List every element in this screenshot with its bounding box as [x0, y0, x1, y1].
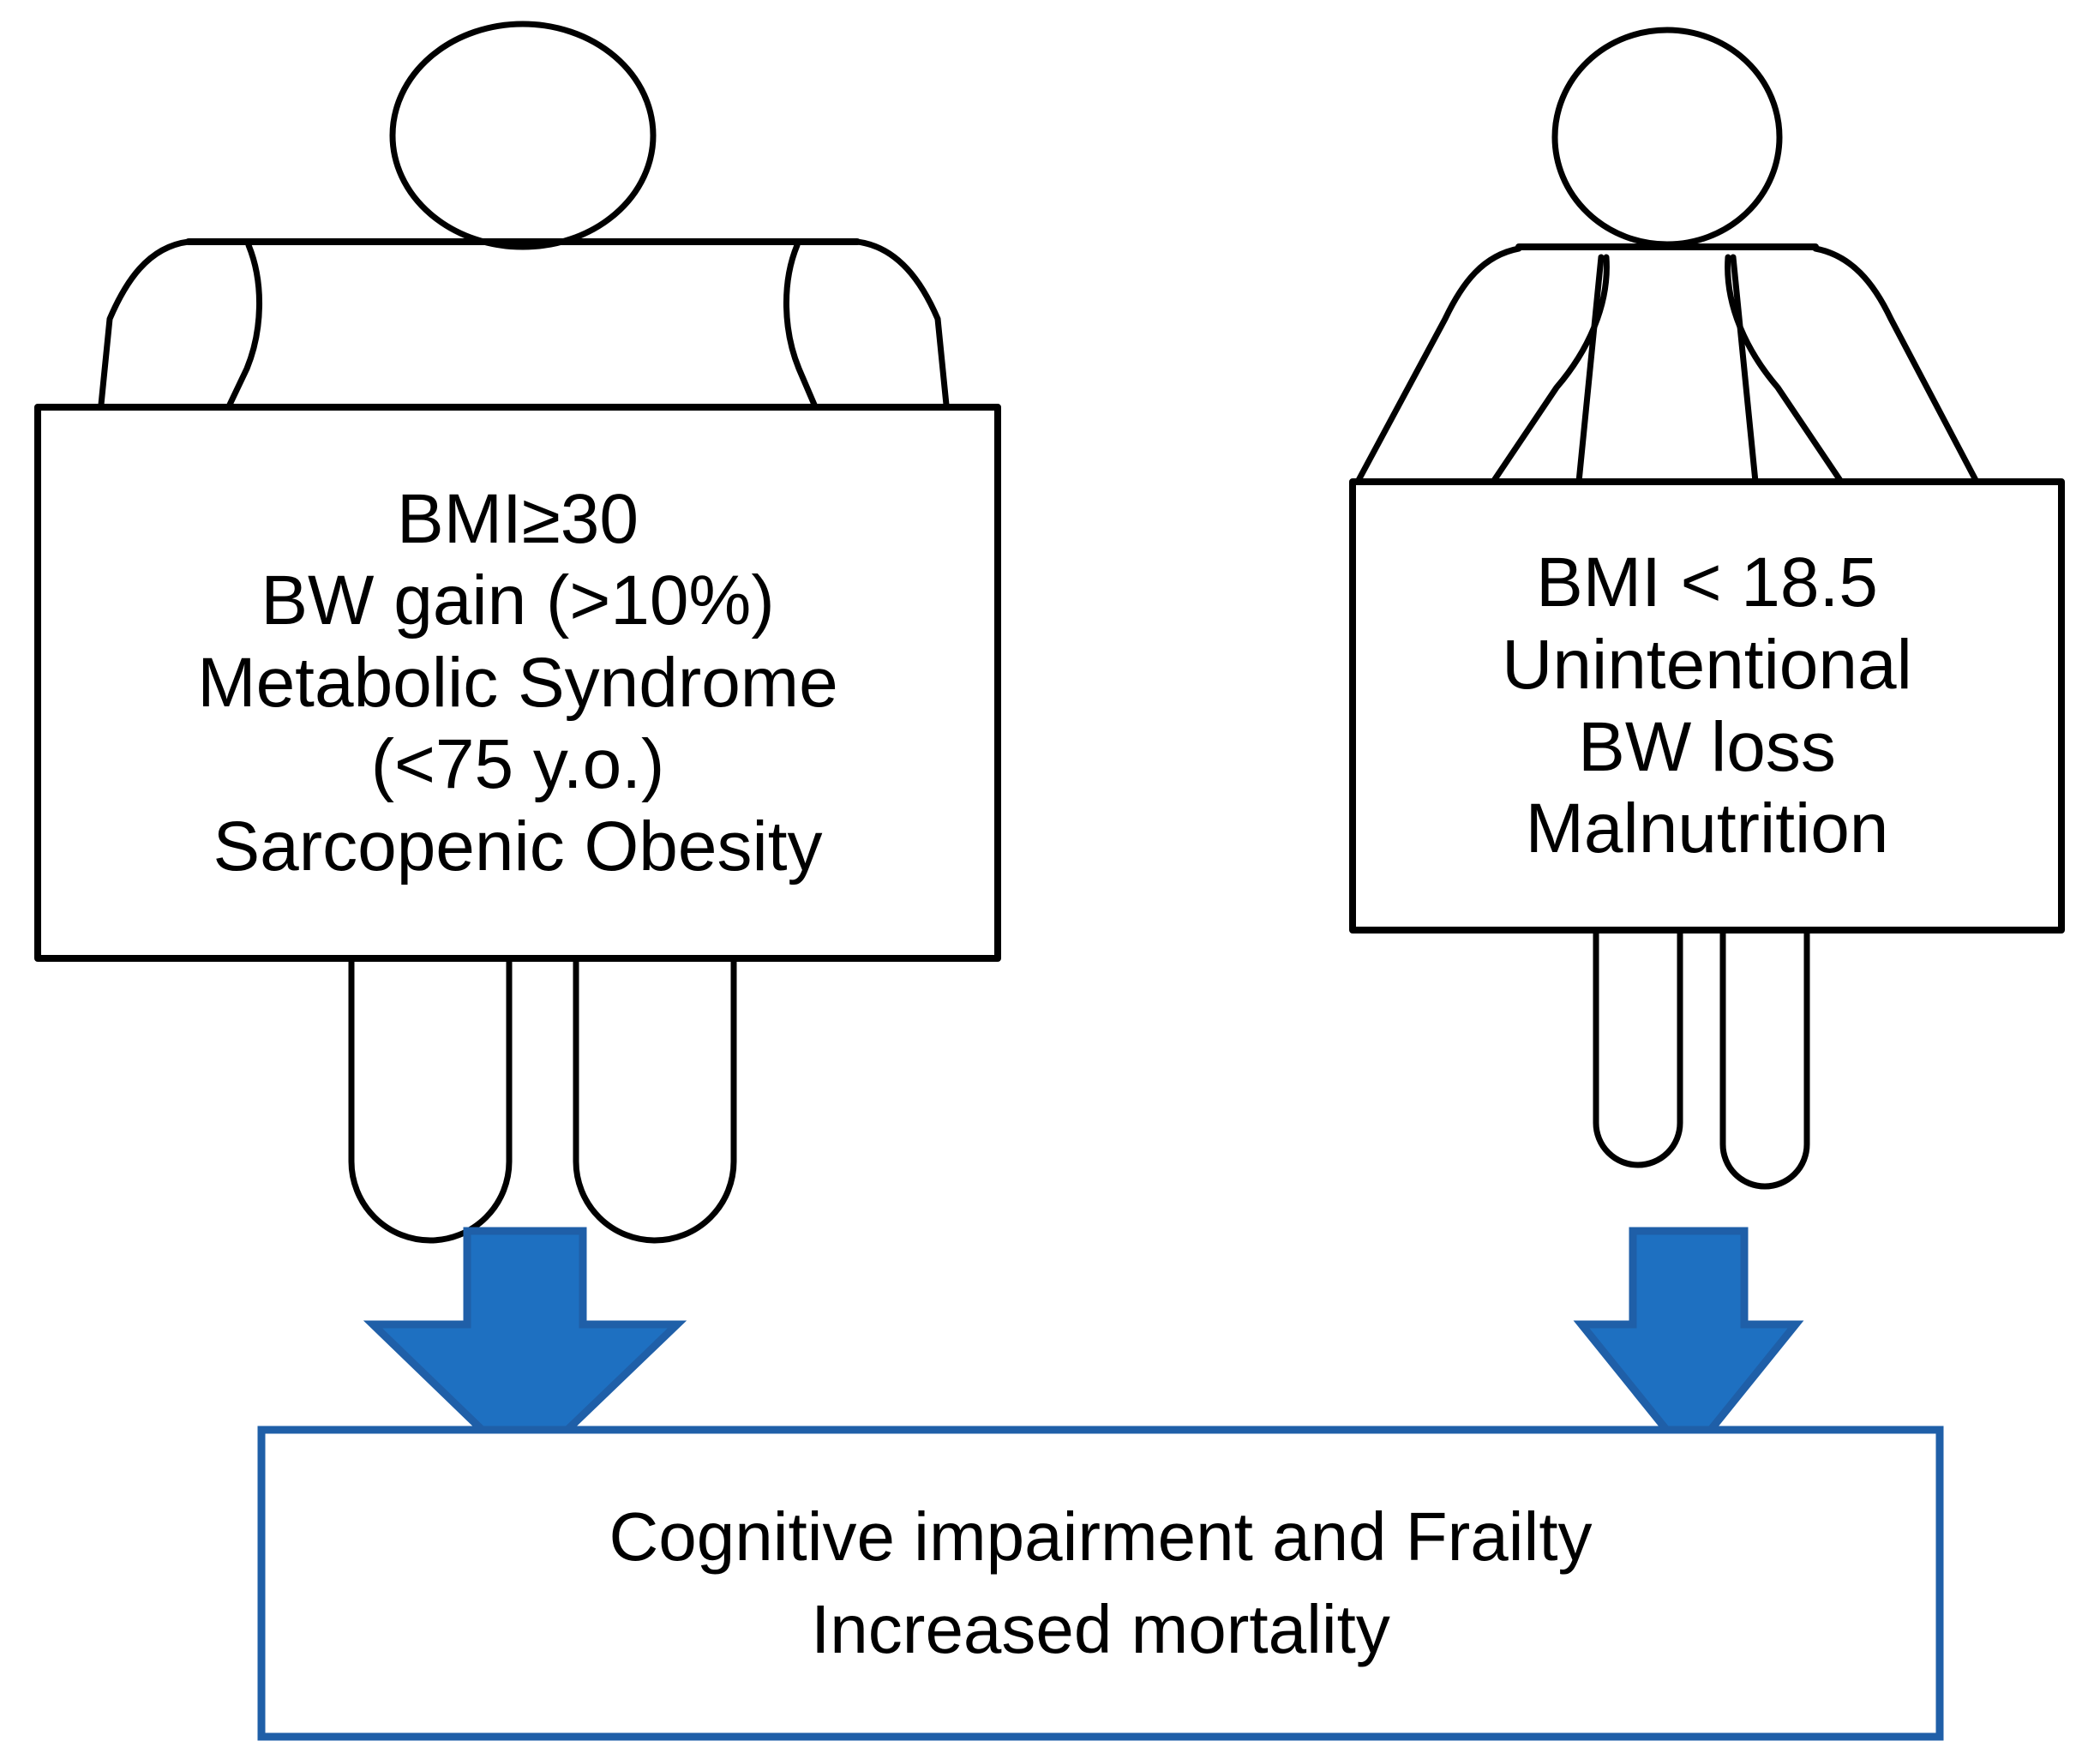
- malnutrition-sign-box: [1349, 478, 2065, 934]
- obesity-sign-line-4: (<75 y.o.): [370, 725, 665, 804]
- underweight-left-leg: [1593, 928, 1683, 1168]
- underweight-left-arm: [1354, 245, 1522, 485]
- obese-left-arm: [98, 238, 192, 408]
- obese-right-leg: [573, 957, 737, 1244]
- arrow-group: [363, 1227, 1804, 1477]
- underweight-torso-left-side: [1575, 254, 1605, 485]
- underweight-person-figure: [1349, 27, 2065, 1190]
- obesity-sign-line-5: Sarcopenic Obesity: [213, 807, 823, 886]
- right-down-arrow: [1573, 1227, 1804, 1464]
- malnutrition-sign-line-2: Unintentional: [1502, 625, 1912, 704]
- obese-person-figure: [34, 21, 1001, 1244]
- obese-left-leg: [348, 957, 513, 1244]
- underweight-left-arm-inner: [1490, 254, 1610, 485]
- underweight-right-arm: [1812, 245, 1980, 485]
- obesity-sign-text: BMI≥30 BW gain (>10%) Metabolic Syndrome…: [38, 407, 998, 958]
- outcome-box: [257, 1426, 1944, 1741]
- outcome-line-2: Increased mortality: [811, 1591, 1390, 1667]
- obesity-sign-line-3: Metabolic Syndrome: [197, 643, 838, 722]
- malnutrition-sign-text: BMI < 18.5 Unintentional BW loss Malnutr…: [1353, 482, 2061, 930]
- obese-head-icon: [389, 21, 657, 250]
- obesity-sign-line-1: BMI≥30: [397, 479, 639, 558]
- obese-right-arm-inner: [783, 242, 818, 408]
- malnutrition-sign-line-3: BW loss: [1578, 707, 1836, 786]
- underweight-right-leg: [1719, 928, 1810, 1190]
- obesity-sign-line-2: BW gain (>10%): [261, 561, 775, 640]
- underweight-head-icon: [1551, 27, 1783, 248]
- underweight-torso-right-side: [1730, 254, 1759, 485]
- underweight-right-arm-inner: [1725, 254, 1845, 485]
- obese-left-arm-inner: [226, 242, 263, 408]
- obese-right-arm: [854, 238, 950, 408]
- malnutrition-sign-line-4: Malnutrition: [1525, 789, 1889, 868]
- obesity-sign-box: [34, 404, 1001, 962]
- outcome-line-1: Cognitive impairment and Frailty: [609, 1498, 1593, 1575]
- malnutrition-sign-line-1: BMI < 18.5: [1536, 543, 1878, 622]
- left-down-arrow: [363, 1227, 687, 1477]
- outcome-box-text: Cognitive impairment and Frailty Increas…: [261, 1430, 1940, 1737]
